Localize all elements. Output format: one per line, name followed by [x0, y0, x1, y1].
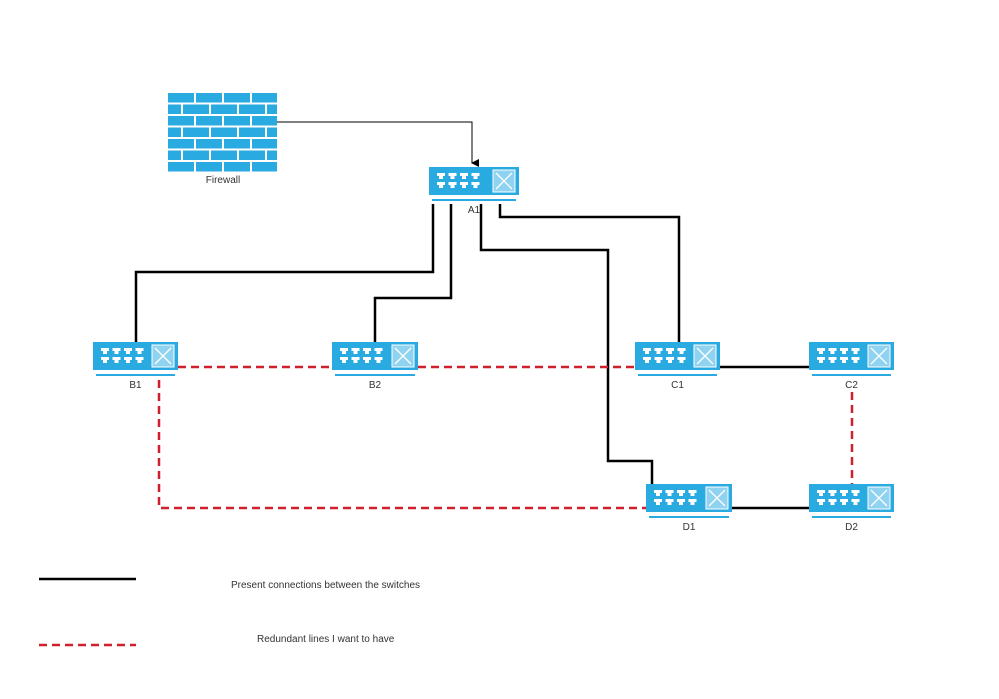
firewall-brick	[224, 116, 250, 126]
firewall-brick	[168, 104, 181, 114]
connection-a1-c1	[498, 204, 681, 342]
switch-fabric-icon	[693, 344, 717, 368]
switch-a1[interactable]: A1	[429, 167, 519, 216]
switch-d1[interactable]: D1	[646, 484, 732, 533]
firewall-brick	[168, 93, 194, 103]
firewall-brick	[224, 139, 250, 149]
firewall-brick	[211, 150, 237, 160]
ethernet-ports-icon	[643, 348, 686, 363]
switch-fabric-icon	[705, 486, 729, 510]
legend-present-label: Present connections between the switches	[231, 580, 420, 591]
switch-fabric-icon	[492, 169, 516, 193]
switch-label: C2	[845, 380, 858, 391]
firewall-icon	[168, 93, 277, 172]
firewall-brick	[168, 127, 181, 137]
firewall-brick	[267, 150, 277, 160]
firewall-brick	[239, 127, 265, 137]
firewall-brick	[239, 104, 265, 114]
firewall-brick	[211, 104, 237, 114]
firewall-brick	[252, 162, 277, 172]
switch-label: B2	[369, 380, 382, 391]
ethernet-ports-icon	[340, 348, 383, 363]
firewall-brick	[252, 93, 277, 103]
switch-label: C1	[671, 380, 684, 391]
connection-firewall-a1	[277, 121, 479, 167]
ethernet-ports-icon	[437, 173, 480, 188]
switch-label: D1	[683, 522, 696, 533]
connection-lines	[134, 121, 854, 510]
firewall-brick	[196, 162, 222, 172]
firewall-brick	[183, 127, 209, 137]
connection-a1-b2	[373, 204, 453, 342]
firewall-brick	[252, 116, 277, 126]
redundant-b1-d1	[157, 380, 647, 510]
firewall-brick	[183, 104, 209, 114]
switch-b1[interactable]: B1	[93, 342, 178, 391]
firewall-brick	[239, 150, 265, 160]
firewall-brick	[252, 139, 277, 149]
ethernet-ports-icon	[817, 490, 860, 505]
firewall-brick	[168, 139, 194, 149]
firewall-brick	[168, 150, 181, 160]
firewall-brick	[183, 150, 209, 160]
switch-fabric-icon	[151, 344, 175, 368]
firewall-brick	[196, 139, 222, 149]
legend-redundant-label: Redundant lines I want to have	[257, 634, 395, 645]
connection-a1-b1	[134, 204, 435, 342]
ethernet-ports-icon	[654, 490, 697, 505]
firewall-label: Firewall	[206, 175, 240, 186]
firewall-node[interactable]: Firewall	[168, 93, 277, 186]
connection-a1-d1	[479, 204, 654, 484]
switch-d2[interactable]: D2	[809, 484, 894, 533]
ethernet-ports-icon	[817, 348, 860, 363]
firewall-brick	[267, 104, 277, 114]
switch-label: D2	[845, 522, 858, 533]
firewall-brick	[224, 93, 250, 103]
switch-label: A1	[468, 205, 481, 216]
firewall-brick	[168, 162, 194, 172]
switch-label: B1	[129, 380, 142, 391]
firewall-brick	[196, 93, 222, 103]
firewall-brick	[211, 127, 237, 137]
switch-fabric-icon	[867, 344, 891, 368]
firewall-brick	[196, 116, 222, 126]
firewall-brick	[168, 116, 194, 126]
switch-b2[interactable]: B2	[332, 342, 418, 391]
switch-c2[interactable]: C2	[809, 342, 894, 391]
firewall-brick	[224, 162, 250, 172]
legend: Present connections between the switches…	[39, 577, 420, 647]
switch-fabric-icon	[867, 486, 891, 510]
ethernet-ports-icon	[101, 348, 144, 363]
switch-fabric-icon	[391, 344, 415, 368]
switch-c1[interactable]: C1	[635, 342, 720, 391]
firewall-brick	[267, 127, 277, 137]
